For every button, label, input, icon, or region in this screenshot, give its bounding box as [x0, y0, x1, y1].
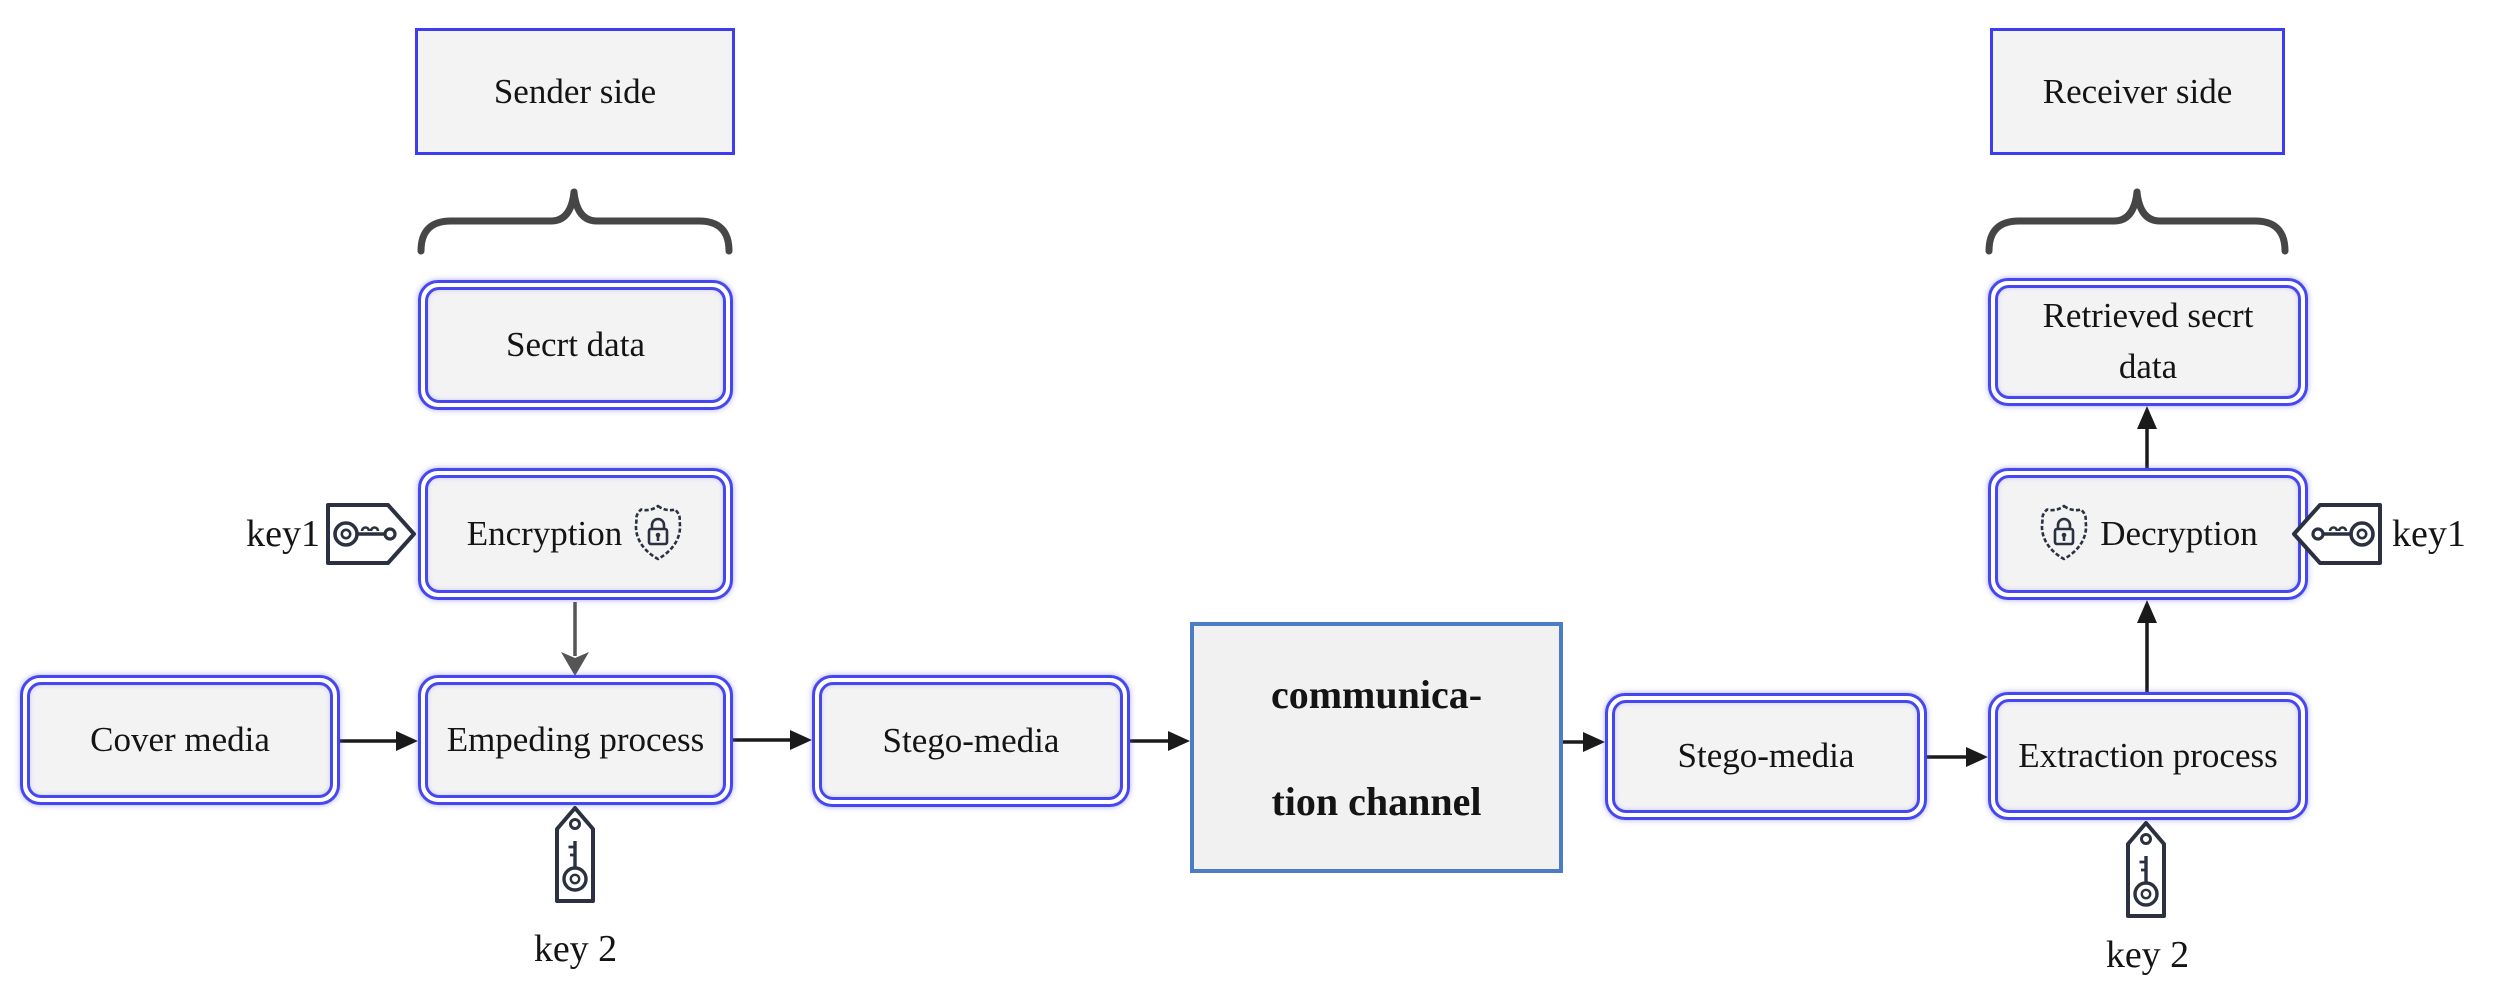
communication-channel-line1: communica- — [1270, 671, 1483, 717]
stego-media-sender-node: Stego-media — [812, 675, 1130, 807]
receiver-side-box: Receiver side — [1990, 28, 2285, 155]
extraction-process-label: Extraction process — [2018, 735, 2278, 775]
arrowhead-embedding-to-stego — [790, 730, 812, 750]
sender-side-box: Sender side — [415, 28, 735, 155]
stego-media-receiver-node: Stego-media — [1605, 693, 1927, 820]
arrowhead-channel-to-stego — [1583, 732, 1605, 752]
key-tag-icon — [326, 503, 416, 565]
key-tag-icon — [555, 806, 595, 903]
sender-side-label: Sender side — [493, 71, 657, 111]
communication-channel-box: communica- tion channel — [1190, 622, 1563, 873]
embedding-process-label: Empeding process — [446, 719, 705, 759]
embedding-process-node: Empeding process — [418, 675, 733, 805]
cover-media-node: Cover media — [20, 675, 340, 805]
stego-media-receiver-label: Stego-media — [1677, 736, 1855, 776]
encryption-label: Encryption — [466, 513, 623, 553]
arrowhead-cover-to-embedding — [396, 731, 418, 751]
shield-lock-icon — [634, 504, 682, 561]
retrieved-secret-data-node: Retrieved secrt data — [1988, 278, 2308, 406]
encryption-node: Encryption — [418, 468, 733, 600]
shield-lock-icon — [2040, 504, 2088, 561]
communication-channel-line2: tion channel — [1271, 778, 1482, 824]
decryption-node: Decryption — [1988, 468, 2308, 600]
arrowhead-stego-to-channel — [1168, 731, 1190, 751]
sender-side-brace — [417, 188, 733, 255]
arrowhead-stego-to-extraction — [1966, 747, 1988, 767]
extraction-key-label: key 2 — [2105, 934, 2190, 976]
stego-media-sender-label: Stego-media — [882, 720, 1060, 760]
receiver-side-label: Receiver side — [2042, 71, 2233, 111]
decryption-key-label: key1 — [2392, 513, 2466, 555]
decryption-label: Decryption — [2100, 513, 2258, 553]
arrowhead-encryption-to-embedding — [561, 652, 589, 676]
key-tag-icon — [2292, 503, 2382, 565]
encryption-key-label: key1 — [246, 513, 320, 555]
cover-media-label: Cover media — [90, 719, 270, 759]
embedding-key-label: key 2 — [533, 928, 618, 970]
extraction-process-node: Extraction process — [1988, 692, 2308, 820]
retrieved-secret-data-label: Retrieved secrt data — [2042, 296, 2254, 386]
arrowhead-extraction-to-decryption — [2137, 600, 2157, 623]
secret-data-node: Secrt data — [418, 280, 733, 410]
arrowhead-decryption-to-retrieved — [2137, 406, 2157, 429]
secret-data-label: Secrt data — [506, 324, 645, 364]
key-tag-icon — [2126, 821, 2166, 918]
receiver-side-brace — [1985, 188, 2289, 255]
